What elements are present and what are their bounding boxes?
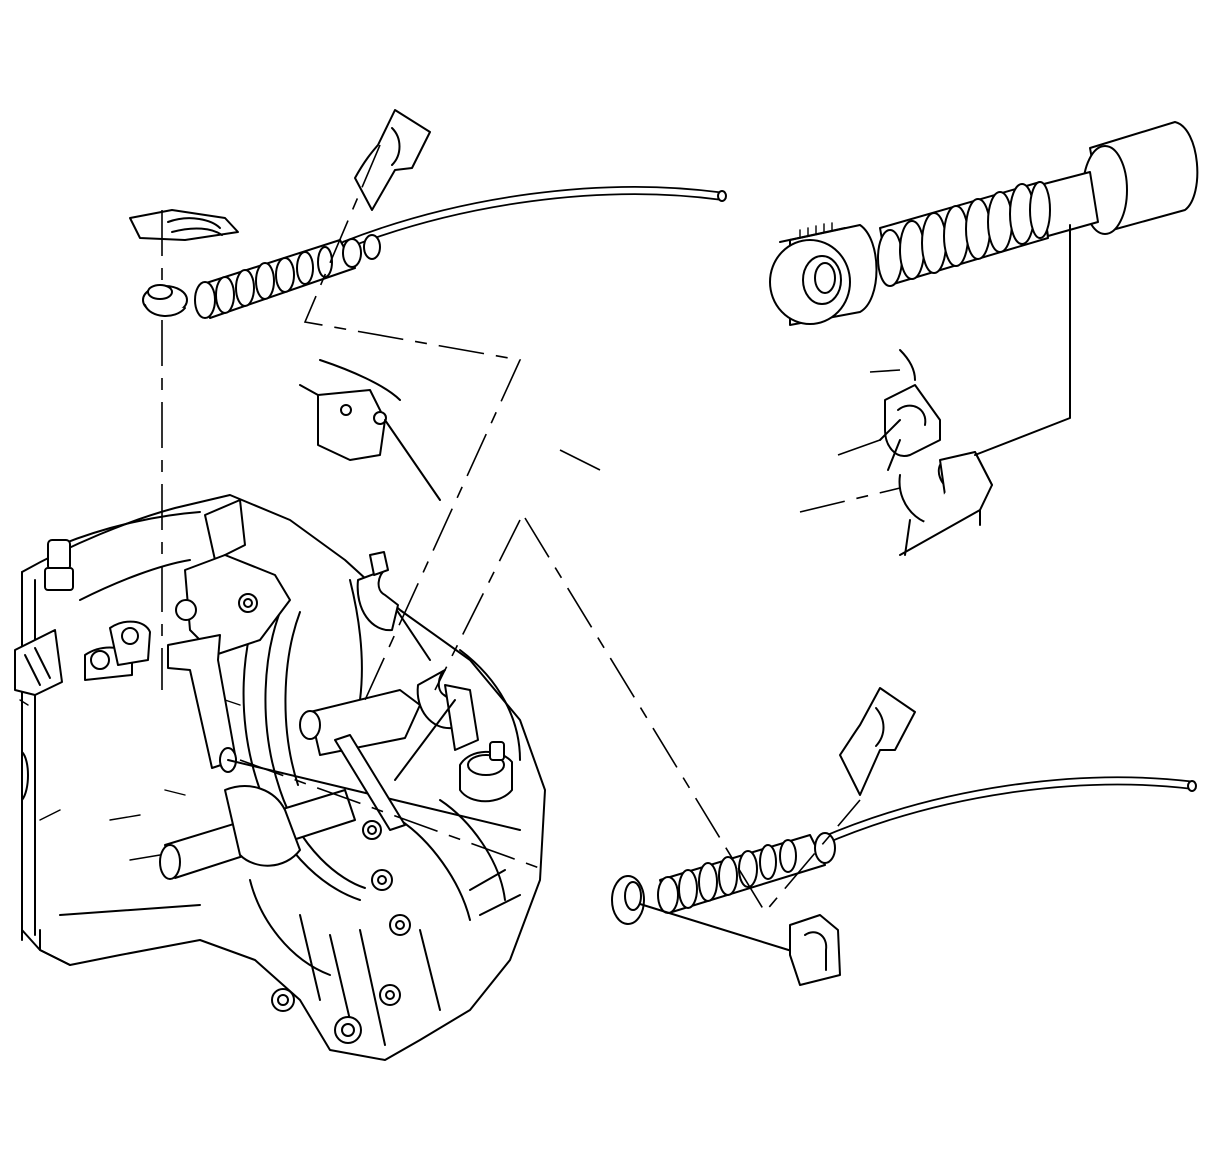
cable-end-detail — [769, 121, 1199, 326]
housing-left-components — [14, 539, 151, 696]
housing-cable-brackets — [299, 359, 479, 781]
upper-shift-cable — [129, 109, 727, 319]
bracket-detail — [879, 349, 993, 556]
phantom-lines — [161, 144, 1071, 914]
transmission-housing — [19, 494, 546, 1061]
shift-rail — [159, 785, 356, 880]
housing-bolts — [271, 741, 513, 1044]
shift-levers — [167, 499, 521, 831]
lower-shift-cable — [611, 687, 1197, 986]
